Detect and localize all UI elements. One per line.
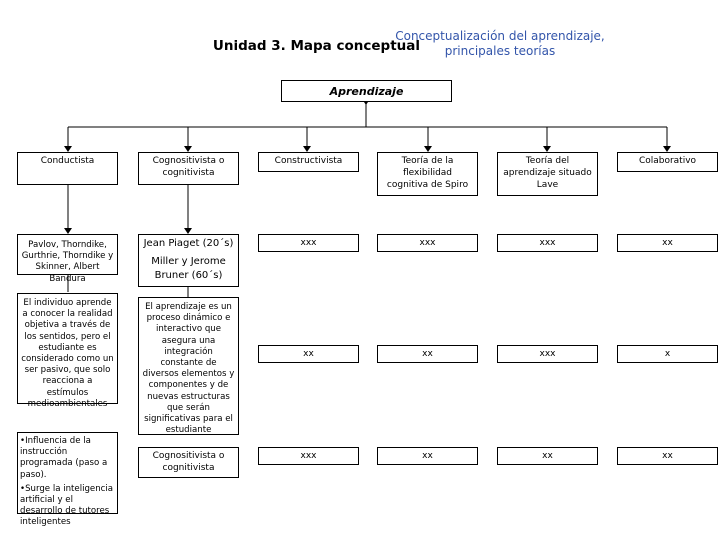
bottom-colaborativo: xx bbox=[617, 447, 718, 465]
bottom-flexibilidad: xx bbox=[377, 447, 478, 465]
node-cognitivista: Cognositivista o cognitivista bbox=[138, 152, 239, 185]
authors-colaborativo: xx bbox=[617, 234, 718, 252]
authors-cognitivista: Jean Piaget (20´s) Miller y Jerome Brune… bbox=[138, 234, 239, 287]
node-flexibilidad-cognitiva: Teoría de la flexibilidad cognitiva de S… bbox=[377, 152, 478, 196]
bottom-constructivista: xxx bbox=[258, 447, 359, 465]
subtitle-line-1: Conceptualización del aprendizaje, bbox=[395, 29, 605, 43]
concept-situado: xxx bbox=[497, 345, 598, 363]
authors-conductista: Pavlov, Thorndike, Gurthrie, Thorndike y… bbox=[17, 234, 118, 284]
authors-situado: xxx bbox=[497, 234, 598, 252]
concept-conductista: El individuo aprende a conocer la realid… bbox=[17, 293, 118, 409]
concept-cognitivista: El aprendizaje es un proceso dinámico e … bbox=[138, 297, 239, 435]
authors-constructivista: xxx bbox=[258, 234, 359, 252]
bottom-cognitivista: Cognositivista o cognitivista bbox=[138, 447, 239, 478]
root-node: Aprendizaje bbox=[281, 80, 452, 102]
page-subtitle: Conceptualización del aprendizaje, princ… bbox=[380, 29, 620, 59]
subtitle-line-2: principales teorías bbox=[444, 44, 556, 58]
authors-cognitivista-line-2: Miller y Jerome Bruner (60´s) bbox=[151, 256, 226, 281]
page-title: Unidad 3. Mapa conceptual bbox=[212, 38, 420, 54]
concept-colaborativo: x bbox=[617, 345, 718, 363]
authors-cognitivista-line-1: Jean Piaget (20´s) bbox=[143, 238, 234, 249]
authors-flexibilidad: xxx bbox=[377, 234, 478, 252]
note-item: •Influencia de la instrucción programada… bbox=[20, 436, 108, 480]
node-aprendizaje-situado: Teoría del aprendizaje situado Lave bbox=[497, 152, 598, 196]
concept-constructivista: xx bbox=[258, 345, 359, 363]
notes-conductista: •Influencia de la instrucción programada… bbox=[17, 432, 118, 527]
node-conductista: Conductista bbox=[17, 152, 118, 185]
note-item: •Surge la inteligencia artificial y el d… bbox=[20, 483, 114, 528]
bottom-situado: xx bbox=[497, 447, 598, 465]
node-constructivista: Constructivista bbox=[258, 152, 359, 172]
concept-flexibilidad: xx bbox=[377, 345, 478, 363]
node-colaborativo: Colaborativo bbox=[617, 152, 718, 172]
